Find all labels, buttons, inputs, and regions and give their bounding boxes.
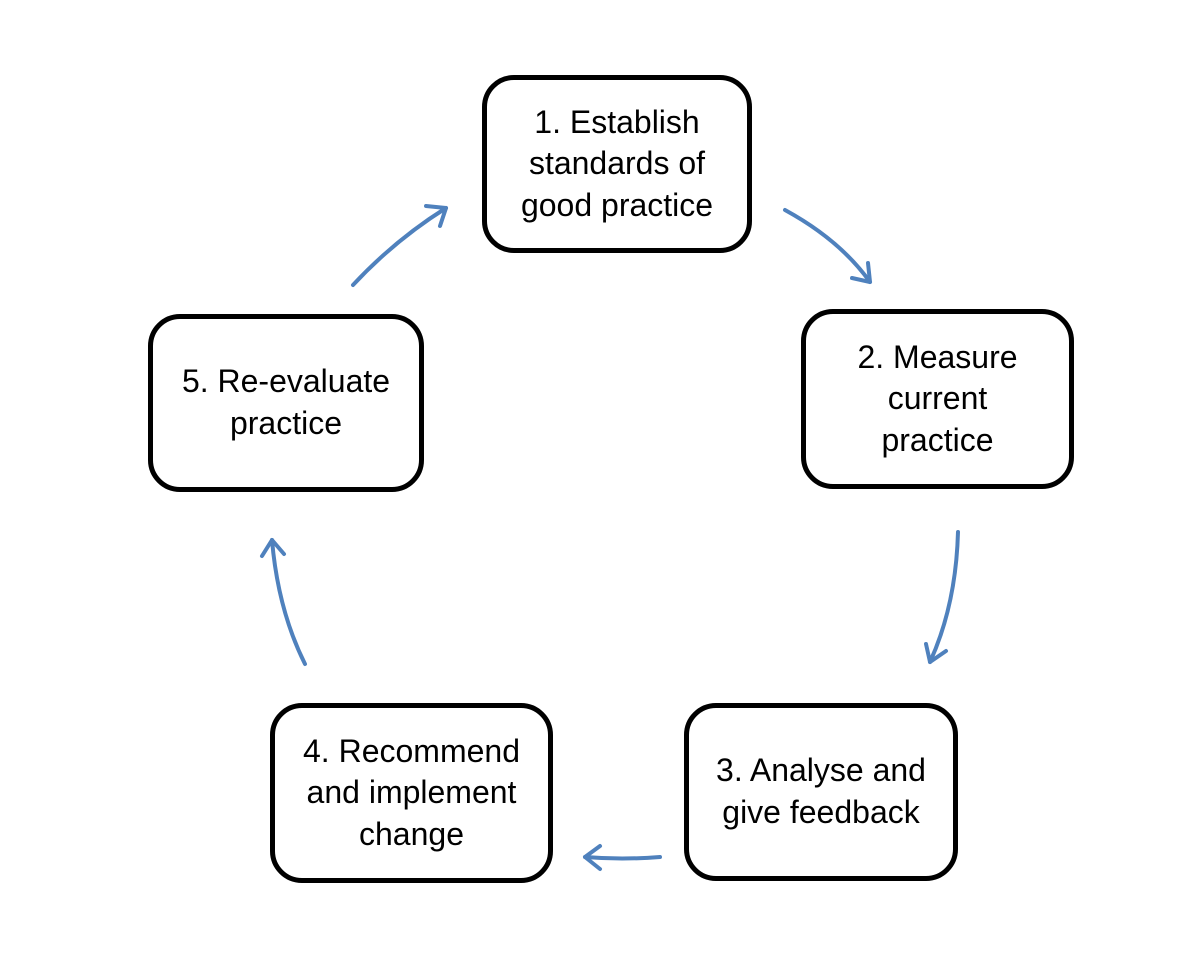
step-1-label: 1. Establish standards of good practice (520, 103, 714, 223)
step-3-label: 3. Analyse and give feedback (716, 752, 926, 830)
step-5-label: 5. Re-evaluate practice (181, 363, 391, 441)
step-3-analyse-feedback-box: 3. Analyse and give feedback (684, 703, 958, 881)
arrow-step1-to-step2 (783, 208, 872, 284)
step-2-label: 2. Measure current practice (857, 338, 1018, 458)
arrow-step2-to-step3 (924, 530, 960, 664)
arrow-step5-to-step1 (351, 204, 448, 287)
step-5-re-evaluate-box: 5. Re-evaluate practice (148, 314, 424, 492)
step-2-measure-practice-box: 2. Measure current practice (801, 309, 1074, 489)
arrow-step4-to-step5 (260, 538, 307, 666)
step-1-establish-standards-box: 1. Establish standards of good practice (482, 75, 752, 253)
arrow-step3-to-step4 (583, 844, 662, 871)
step-4-label: 4. Recommend and implement change (303, 732, 520, 852)
step-4-recommend-change-box: 4. Recommend and implement change (270, 703, 553, 883)
